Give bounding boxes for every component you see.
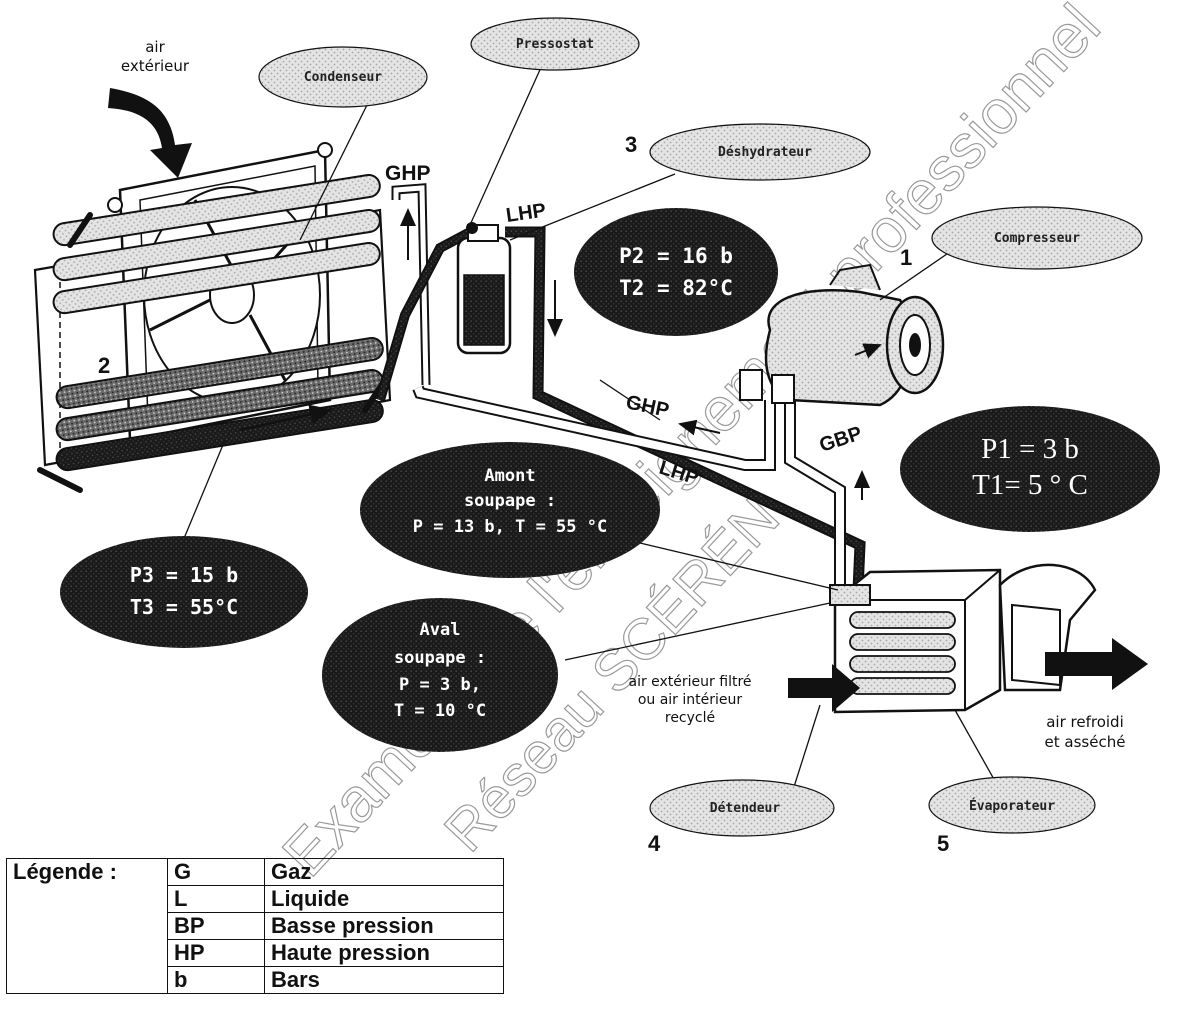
aval-title: Aval bbox=[420, 620, 461, 640]
pressostat-label: Pressostat bbox=[516, 37, 594, 52]
callout-pressostat: Pressostat bbox=[471, 18, 639, 70]
number-2: 2 bbox=[98, 353, 110, 378]
legend-abbr: b bbox=[168, 967, 265, 994]
air-entree-line1: air extérieur filtré bbox=[628, 674, 751, 690]
air-exterieur-line2: extérieur bbox=[121, 57, 190, 75]
p2-temperature: T2 = 82°C bbox=[619, 276, 733, 300]
p1-pressure: P1 = 3 b bbox=[981, 433, 1079, 465]
p2-pressure: P2 = 16 b bbox=[619, 244, 733, 268]
compresseur-label: Compresseur bbox=[994, 231, 1080, 246]
air-entree-line2: ou air intérieur bbox=[638, 692, 743, 708]
outside-air-arrow bbox=[108, 88, 192, 178]
aval-subtitle: soupape : bbox=[394, 648, 486, 668]
aval-temperature: T = 10 °C bbox=[394, 701, 486, 721]
dehydrator bbox=[458, 222, 510, 353]
legend-abbr: G bbox=[168, 859, 265, 886]
p3-temperature: T3 = 55°C bbox=[130, 595, 238, 619]
callout-evaporateur: Évaporateur bbox=[929, 777, 1095, 833]
state-p2: P2 = 16 b T2 = 82°C bbox=[574, 208, 778, 336]
number-4: 4 bbox=[648, 831, 661, 856]
legend-table: Légende : G Gaz L Liquide BP Basse press… bbox=[6, 858, 504, 994]
air-entree-line3: recyclé bbox=[665, 710, 715, 726]
condenser-assembly bbox=[35, 143, 390, 490]
p3-pressure: P3 = 15 b bbox=[130, 563, 238, 587]
legend-row: Légende : G Gaz bbox=[7, 859, 504, 886]
air-exterieur-line1: air bbox=[145, 38, 165, 56]
amont-title: Amont bbox=[484, 466, 535, 486]
state-p1: P1 = 3 b T1= 5 ° C bbox=[900, 406, 1160, 532]
state-p3: P3 = 15 b T3 = 55°C bbox=[60, 536, 308, 648]
label-lhp-top: LHP bbox=[505, 200, 548, 227]
label-ghp-mid: GHP bbox=[624, 391, 671, 422]
deshydrateur-label: Déshydrateur bbox=[718, 145, 812, 160]
amont-values: P = 13 b, T = 55 °C bbox=[413, 517, 607, 537]
air-sortie-line2: et asséché bbox=[1045, 733, 1126, 751]
evaporateur-label: Évaporateur bbox=[969, 798, 1055, 814]
state-aval: Aval soupape : P = 3 b, T = 10 °C bbox=[322, 598, 558, 752]
number-5: 5 bbox=[937, 831, 949, 856]
legend-abbr: HP bbox=[168, 940, 265, 967]
label-gbp: GBP bbox=[817, 422, 865, 456]
condenseur-label: Condenseur bbox=[304, 70, 382, 85]
air-sortie-line1: air refroidi bbox=[1046, 713, 1124, 731]
legend-meaning: Gaz bbox=[265, 859, 504, 886]
state-amont: Amont soupape : P = 13 b, T = 55 °C bbox=[360, 442, 660, 578]
aval-pressure: P = 3 b, bbox=[399, 675, 481, 695]
amont-subtitle: soupape : bbox=[464, 491, 556, 511]
detendeur-label: Détendeur bbox=[710, 801, 781, 816]
legend-meaning: Haute pression bbox=[265, 940, 504, 967]
legend-meaning: Bars bbox=[265, 967, 504, 994]
callout-compresseur: Compresseur bbox=[932, 207, 1142, 269]
number-1: 1 bbox=[900, 245, 912, 270]
evaporator bbox=[788, 565, 1148, 712]
legend-meaning: Liquide bbox=[265, 886, 504, 913]
callout-condenseur: Condenseur bbox=[259, 47, 427, 107]
callout-detendeur: Détendeur bbox=[650, 780, 834, 836]
legend-abbr: L bbox=[168, 886, 265, 913]
legend-title: Légende : bbox=[7, 859, 168, 994]
legend-abbr: BP bbox=[168, 913, 265, 940]
callout-deshydrateur: Déshydrateur bbox=[650, 124, 870, 180]
number-3: 3 bbox=[625, 132, 637, 157]
label-ghp-top: GHP bbox=[385, 162, 431, 185]
p1-temperature: T1= 5 ° C bbox=[972, 469, 1088, 501]
legend-meaning: Basse pression bbox=[265, 913, 504, 940]
